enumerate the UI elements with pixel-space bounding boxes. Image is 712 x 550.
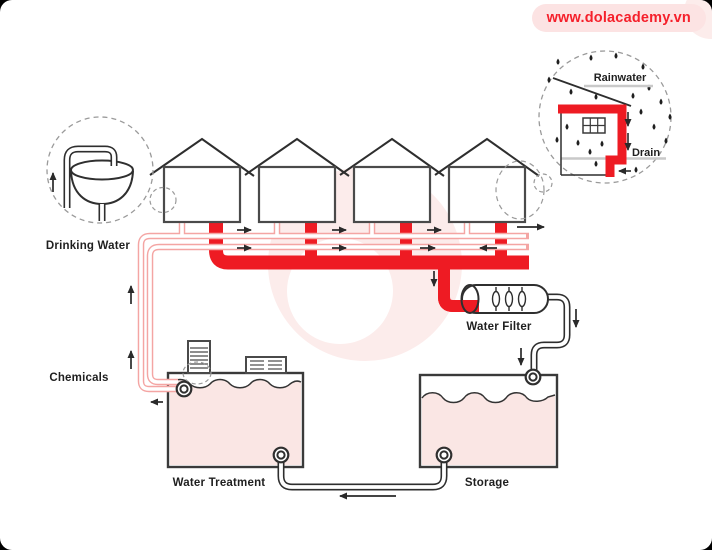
treatment-outlet-joint [272, 446, 290, 464]
drinking-water-bubble [46, 116, 177, 224]
fresh-water-pipes [137, 220, 529, 393]
label-drain: Drain [632, 147, 660, 159]
label-water-filter: Water Filter [466, 321, 532, 333]
diagram-labels: Drinking Water Chemicals Water Filter Wa… [46, 72, 660, 489]
storage-tank [418, 373, 559, 469]
house-2 [244, 137, 350, 224]
houses [149, 137, 540, 224]
filter-elements [491, 287, 527, 311]
label-drinking-water: Drinking Water [46, 240, 130, 252]
house-1 [149, 137, 255, 224]
filter-to-storage-pipe [530, 293, 571, 371]
roof-gutter-pipe [558, 104, 627, 177]
label-chemicals: Chemicals [49, 372, 108, 384]
brand-url: www.dolacademy.vn [546, 10, 691, 26]
treatment-water [170, 379, 301, 465]
storage-water [422, 392, 555, 465]
aerator-unit [245, 356, 287, 374]
storage-to-treatment-pipe [277, 456, 448, 491]
brand-badge: www.dolacademy.vn [531, 4, 706, 32]
label-water-treatment: Water Treatment [173, 477, 266, 489]
flow-arrows [49, 172, 580, 500]
storage-inlet-joint [524, 368, 542, 386]
water-filter [438, 262, 549, 314]
house-4 [434, 137, 540, 224]
chemical-dispenser [182, 340, 212, 385]
house-3 [339, 137, 445, 224]
roof-detail [552, 77, 632, 177]
label-storage: Storage [465, 477, 509, 489]
label-rainwater: Rainwater [594, 72, 647, 84]
storage-outlet-joint [435, 446, 453, 464]
sink-icon [63, 145, 134, 222]
rainwater-bubble [495, 50, 672, 220]
treatment-inlet-joint [175, 380, 193, 398]
